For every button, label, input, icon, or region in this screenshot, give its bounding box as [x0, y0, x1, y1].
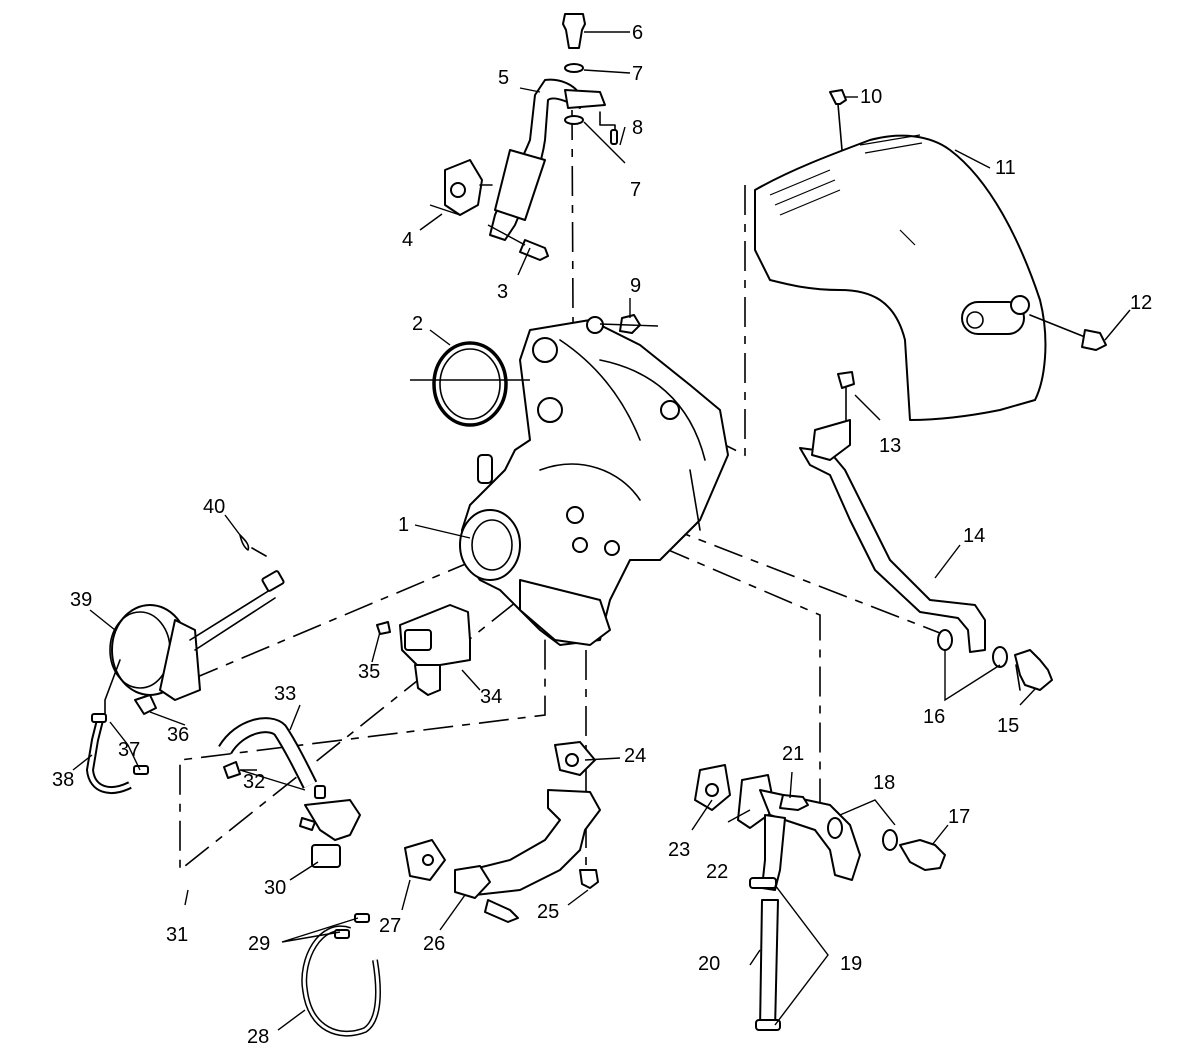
- vacuum-hose-28: [301, 913, 381, 1037]
- callout-36: 36: [167, 724, 189, 746]
- coolant-line-right: [694, 764, 946, 1031]
- callout-15: 15: [997, 715, 1019, 737]
- callout-7a: 7: [632, 63, 643, 85]
- callout-25: 25: [537, 901, 559, 923]
- callout-27: 27: [379, 915, 401, 937]
- oil-feed-pipe: [429, 13, 618, 261]
- callout-28: 28: [247, 1026, 269, 1048]
- o-ring-seal: [410, 341, 530, 427]
- callout-10: 10: [860, 86, 882, 108]
- callout-38: 38: [52, 769, 74, 791]
- callout-31: 31: [166, 924, 188, 946]
- vacuum-hose-38: [85, 713, 149, 794]
- callout-40: 40: [203, 496, 225, 518]
- callout-22: 22: [706, 861, 728, 883]
- callout-35: 35: [358, 661, 380, 683]
- callout-14: 14: [963, 525, 985, 547]
- nut-9: [599, 314, 659, 334]
- callout-19: 19: [840, 953, 862, 975]
- heat-shield-bolt-side: [1029, 314, 1107, 351]
- callout-23: 23: [668, 839, 690, 861]
- callout-5: 5: [498, 67, 509, 89]
- turbocharger-housing: [459, 316, 729, 646]
- heat-shield-bolt-top: [829, 89, 847, 151]
- callout-leaders: [72, 31, 1131, 1031]
- callout-37: 37: [118, 739, 140, 761]
- bracket-bolt-13: [837, 371, 855, 421]
- callout-labels: 1 2 3 4 5 6 7 7 8 9 10 11 12 13 14 15 16…: [52, 22, 1152, 1048]
- wastegate-actuator: [104, 570, 285, 716]
- callout-12: 12: [1130, 292, 1152, 314]
- heat-shield: [754, 134, 1047, 421]
- callout-4: 4: [402, 229, 413, 251]
- callout-24: 24: [624, 745, 646, 767]
- callout-16: 16: [923, 706, 945, 728]
- callout-6: 6: [632, 22, 643, 44]
- vacuum-hose-33: [218, 717, 318, 789]
- callout-3: 3: [497, 281, 508, 303]
- callout-9: 9: [630, 275, 641, 297]
- callout-1: 1: [398, 514, 409, 536]
- callout-34: 34: [480, 686, 502, 708]
- callout-39: 39: [70, 589, 92, 611]
- callout-33: 33: [274, 683, 296, 705]
- callout-7b: 7: [630, 179, 641, 201]
- callout-11: 11: [995, 157, 1016, 179]
- vacuum-solenoid: [299, 785, 361, 868]
- callout-17: 17: [948, 806, 970, 828]
- callout-26: 26: [423, 933, 445, 955]
- callout-18: 18: [873, 772, 895, 794]
- clip-40: [239, 534, 267, 557]
- boost-sensor: [376, 604, 471, 696]
- callout-20: 20: [698, 953, 720, 975]
- callout-29: 29: [248, 933, 270, 955]
- callout-21: 21: [782, 743, 804, 765]
- oil-return-pipe: [799, 419, 1053, 691]
- callout-32: 32: [243, 771, 265, 793]
- callout-8: 8: [632, 117, 643, 139]
- coolant-return-pipe: [404, 741, 601, 923]
- callout-2: 2: [412, 313, 423, 335]
- callout-13: 13: [879, 435, 901, 457]
- callout-30: 30: [264, 877, 286, 899]
